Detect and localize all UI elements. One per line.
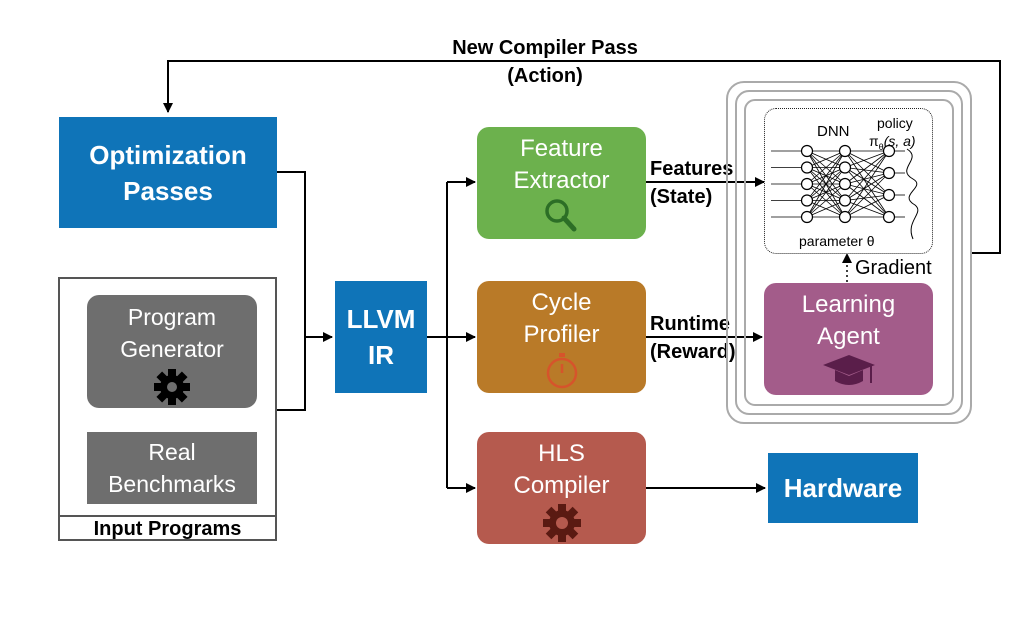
features-state-label: Features (State): [650, 158, 734, 208]
nn-node: [800, 144, 814, 158]
agent-middle-frame: [735, 90, 963, 415]
gear-icon: [542, 504, 581, 542]
magnifier-icon: [544, 199, 576, 232]
nn-connection: [844, 150, 890, 174]
nn-node: [838, 144, 852, 158]
learning-agent-box: Learning Agent: [764, 283, 933, 395]
policy-word: policy: [877, 115, 913, 131]
nn-connection: [844, 183, 890, 196]
hls-compiler-label: HLS Compiler: [513, 440, 610, 499]
cycle-profiler-box: Cycle Profiler: [477, 281, 646, 393]
policy-symbol: π: [869, 133, 879, 149]
nn-connection: [844, 150, 890, 196]
nn-connection: [844, 172, 890, 218]
nn-connection: [844, 150, 890, 201]
nn-node: [800, 177, 814, 191]
parameter-label: parameter θ: [799, 233, 875, 249]
nn-node: [882, 210, 896, 224]
program-generator-label: Program Generator: [120, 304, 224, 362]
policy-subscript: θ: [878, 141, 884, 152]
nn-connection: [844, 172, 890, 201]
policy-args: (s, a): [883, 133, 916, 149]
opt-to-llvm-line: [277, 171, 306, 411]
nn-node: [838, 194, 852, 207]
real-benchmarks-label: Real Benchmarks: [108, 439, 236, 497]
nn-connection: [806, 167, 846, 218]
learning-agent-label: Learning Agent: [801, 291, 896, 350]
llvm-ir-label: LLVM IR: [346, 304, 416, 370]
neural-network-graphic: [771, 144, 919, 240]
optimization-passes-box: Optimization Passes: [59, 117, 277, 228]
cycle-profiler-label: Cycle Profiler: [523, 289, 600, 348]
nn-connection: [844, 183, 890, 218]
hardware-label: Hardware: [783, 473, 903, 503]
nn-connection: [806, 150, 846, 168]
gradient-label: Gradient: [855, 257, 932, 279]
stopwatch-icon: [546, 353, 577, 389]
gear-icon: [154, 369, 190, 405]
nn-connection: [806, 200, 846, 218]
nn-node: [882, 144, 896, 158]
runtime-reward-label: Runtime (Reward): [650, 313, 736, 363]
nn-connection: [844, 194, 890, 201]
input-programs-title-bar: Input Programs: [60, 515, 275, 541]
dnn-title: DNN: [817, 123, 850, 140]
nn-connection: [844, 167, 890, 174]
nn-connection: [844, 167, 890, 196]
nn-node: [882, 166, 896, 180]
nn-connection: [844, 150, 890, 185]
nn-node: [838, 210, 852, 224]
feedback-label: New Compiler Pass (Action): [452, 37, 638, 87]
feature-extractor-box: Feature Extractor: [477, 127, 646, 239]
nn-connection: [844, 167, 890, 218]
nn-node: [882, 188, 896, 202]
optimization-passes-label: Optimization Passes: [89, 139, 247, 206]
nn-connection: [806, 150, 846, 185]
input-programs-container: Program Generator Real Benchmarks Input …: [58, 277, 277, 541]
nn-node: [800, 194, 814, 207]
feature-extractor-label: Feature Extractor: [513, 135, 610, 194]
nn-node: [800, 161, 814, 174]
llvm-ir-box: LLVM IR: [335, 281, 427, 393]
dnn-panel: DNN policy πθ(s, a) parameter θ: [764, 108, 933, 254]
policy-distribution-curve: [906, 148, 919, 240]
agent-outer-frame: [726, 81, 972, 424]
nn-connection: [806, 150, 846, 201]
program-generator-box: Program Generator: [87, 295, 257, 408]
nn-connection: [844, 150, 890, 168]
input-programs-title: Input Programs: [93, 517, 242, 540]
nn-node: [838, 161, 852, 174]
agent-inner-frame: [744, 99, 954, 406]
nn-connection: [806, 183, 846, 218]
real-benchmarks-box: Real Benchmarks: [87, 432, 257, 504]
nn-connection: [844, 172, 890, 185]
policy-formula: πθ(s, a): [869, 133, 916, 152]
hardware-box: Hardware: [768, 453, 918, 523]
hls-compiler-box: HLS Compiler: [477, 432, 646, 544]
nn-connection: [844, 200, 890, 218]
nn-node: [800, 210, 814, 224]
nn-connection: [844, 194, 890, 218]
nn-connection: [806, 150, 846, 218]
graduation-cap-icon: [822, 355, 875, 385]
nn-node: [838, 177, 852, 191]
nn-connection: [844, 150, 890, 218]
feedback-loop-line: [163, 60, 1001, 254]
